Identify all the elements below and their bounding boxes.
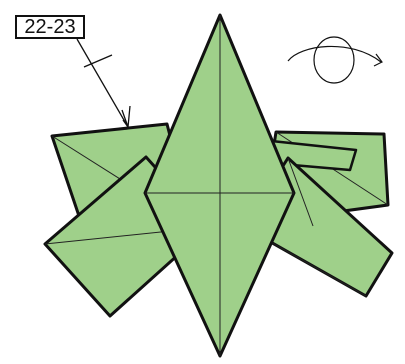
central-kite (145, 15, 294, 356)
turn-over-icon (288, 37, 382, 83)
pointer-arrow-icon (77, 39, 130, 127)
